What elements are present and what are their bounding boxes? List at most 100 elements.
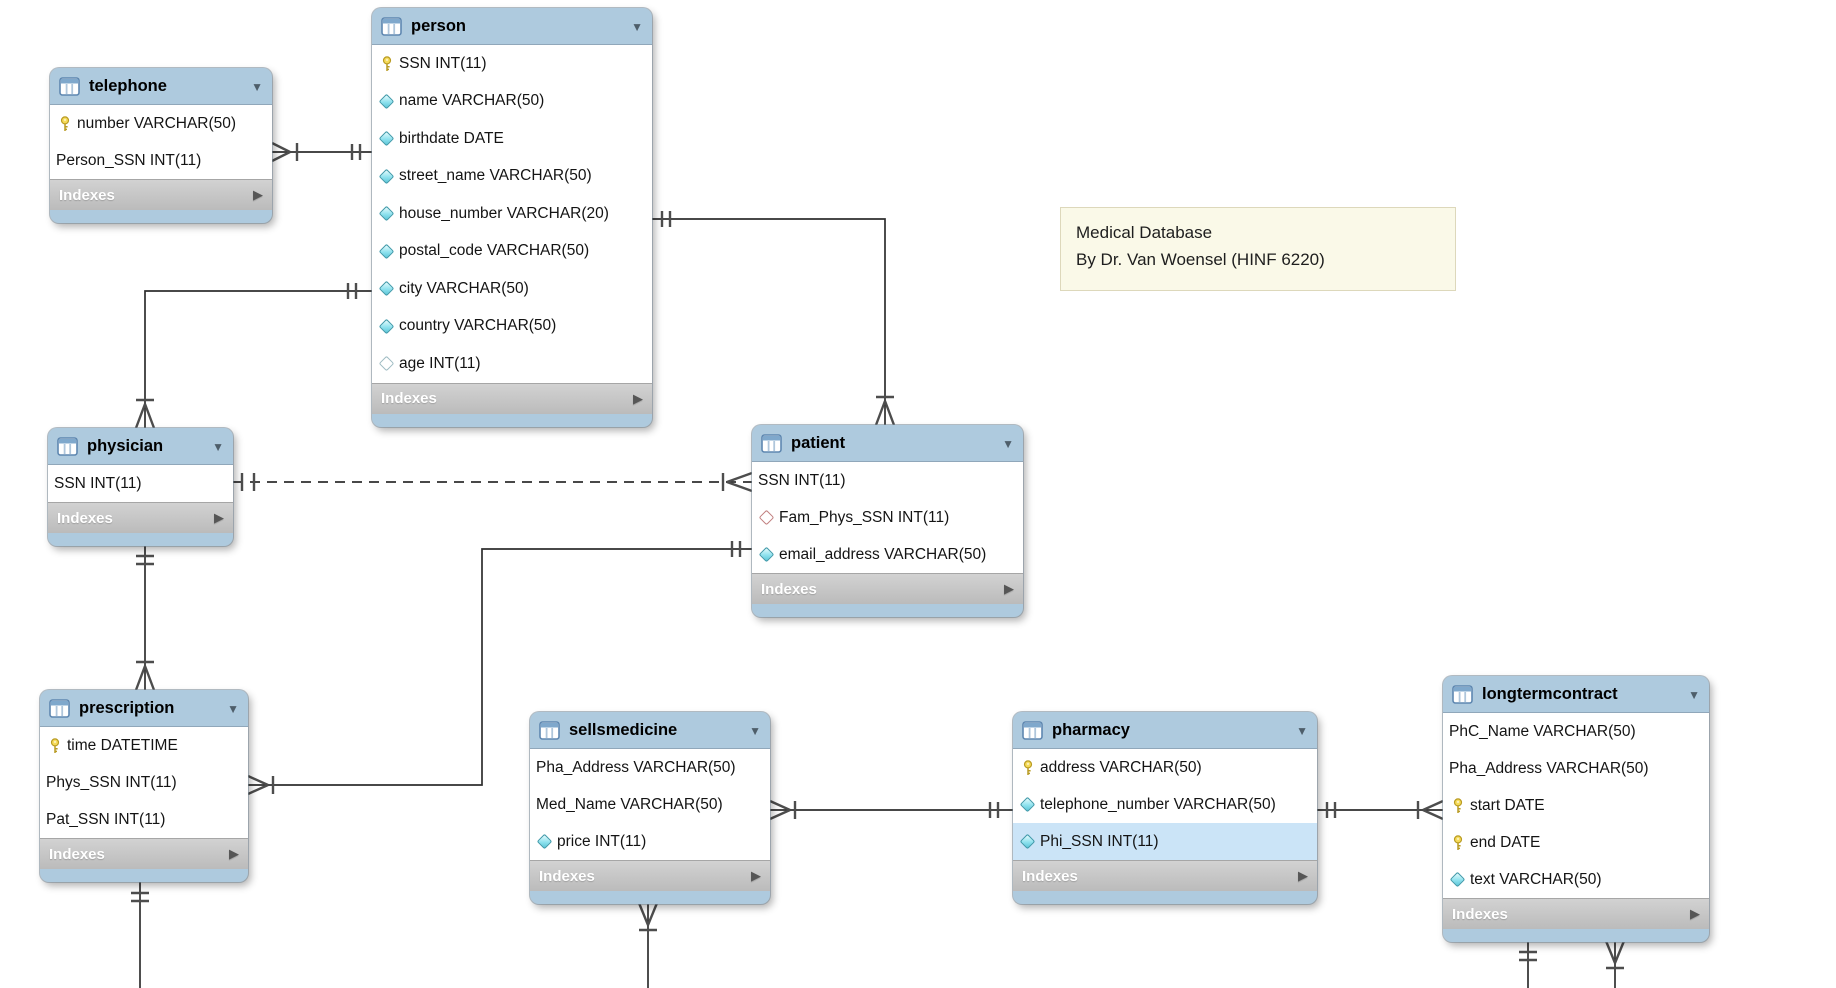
expand-arrow-icon[interactable]: ▶ (214, 510, 224, 525)
column-row[interactable]: birthdate DATE (372, 120, 652, 158)
table-header[interactable]: pharmacy▼ (1013, 712, 1317, 748)
attribute-icon (378, 93, 395, 110)
rel-longtermcontract-offscreen-left[interactable] (1519, 941, 1537, 988)
collapse-arrow-icon[interactable]: ▼ (212, 440, 224, 454)
rel-telephone-person[interactable] (271, 141, 372, 163)
column-text: Pat_SSN INT(11) (46, 810, 166, 828)
collapse-arrow-icon[interactable]: ▼ (1296, 724, 1308, 738)
collapse-arrow-icon[interactable]: ▼ (251, 80, 263, 94)
column-row[interactable]: postal_code VARCHAR(50) (372, 233, 652, 271)
collapse-arrow-icon[interactable]: ▼ (1688, 688, 1700, 702)
table-header[interactable]: prescription▼ (40, 690, 248, 726)
column-row[interactable]: age INT(11) (372, 345, 652, 383)
expand-arrow-icon[interactable]: ▶ (1690, 906, 1700, 921)
indexes-label: Indexes (381, 390, 437, 407)
table-header[interactable]: physician ▼ (48, 428, 233, 464)
column-row[interactable]: Pha_Address VARCHAR(50) (1443, 750, 1709, 787)
column-row[interactable]: text VARCHAR(50) (1443, 861, 1709, 898)
column-row[interactable]: time DATETIME (40, 727, 248, 764)
table-header[interactable]: sellsmedicine▼ (530, 712, 770, 748)
note-medical-database[interactable]: Medical Database By Dr. Van Woensel (HIN… (1060, 207, 1456, 291)
column-text: city VARCHAR(50) (399, 279, 529, 297)
expand-arrow-icon[interactable]: ▶ (1004, 581, 1014, 596)
table-longtermcontract[interactable]: longtermcontract▼PhC_Name VARCHAR(50)Pha… (1443, 676, 1709, 942)
column-row[interactable]: address VARCHAR(50) (1013, 749, 1317, 786)
table-icon (49, 698, 70, 718)
column-row[interactable]: price INT(11) (530, 823, 770, 860)
table-patient[interactable]: patient▼SSN INT(11) Fam_Phys_SSN INT(11) e… (752, 425, 1023, 617)
column-row[interactable]: email_address VARCHAR(50) (752, 536, 1023, 573)
collapse-arrow-icon[interactable]: ▼ (227, 702, 239, 716)
expand-arrow-icon[interactable]: ▶ (229, 846, 239, 861)
indexes-footer[interactable]: Indexes▶ (1013, 860, 1317, 891)
rel-patient-person[interactable] (652, 211, 896, 426)
table-telephone[interactable]: telephone ▼ number VARCHAR(50) Person_SSN I… (50, 68, 272, 223)
indexes-footer[interactable]: Indexes▶ (530, 860, 770, 891)
rel-sellsmedicine-offscreen[interactable] (637, 902, 659, 988)
column-row[interactable]: house_number VARCHAR(20) (372, 195, 652, 233)
table-title: physician (87, 436, 164, 455)
table-header[interactable]: person▼ (372, 8, 652, 44)
table-header[interactable]: telephone ▼ (50, 68, 272, 104)
column-text: Person_SSN INT(11) (56, 151, 202, 169)
column-row[interactable]: name VARCHAR(50) (372, 83, 652, 121)
column-row[interactable]: country VARCHAR(50) (372, 308, 652, 346)
collapse-arrow-icon[interactable]: ▼ (749, 724, 761, 738)
rel-prescription-offscreen[interactable] (131, 881, 149, 988)
rel-longtermcontract-offscreen-right[interactable] (1604, 940, 1626, 988)
indexes-footer[interactable]: Indexes▶ (40, 838, 248, 869)
rel-pharmacy-longtermcontract[interactable] (1317, 799, 1444, 821)
column-row[interactable]: Pha_Address VARCHAR(50) (530, 749, 770, 786)
column-row[interactable]: Phi_SSN INT(11) (1013, 823, 1317, 860)
column-row[interactable]: city VARCHAR(50) (372, 270, 652, 308)
indexes-footer[interactable]: Indexes▶ (50, 179, 272, 210)
table-prescription[interactable]: prescription▼ time DATETIME Phys_SSN INT(1… (40, 690, 248, 882)
table-person[interactable]: person▼SSN INT(11)name VARCHAR(50)birthd… (372, 8, 652, 427)
table-icon (59, 76, 80, 96)
expand-arrow-icon[interactable]: ▶ (633, 390, 643, 406)
indexes-footer[interactable]: Indexes ▶ (48, 502, 233, 533)
attribute-icon (378, 168, 395, 185)
column-row[interactable]: Phys_SSN INT(11) (40, 764, 248, 801)
expand-arrow-icon[interactable]: ▶ (1298, 868, 1308, 883)
note-line-1: Medical Database (1076, 223, 1213, 242)
table-header[interactable]: longtermcontract▼ (1443, 676, 1709, 712)
column-row[interactable]: telephone_number VARCHAR(50) (1013, 786, 1317, 823)
column-row[interactable]: Fam_Phys_SSN INT(11) (752, 499, 1023, 536)
column-row[interactable]: SSN INT(11) (372, 45, 652, 83)
rel-sellsmedicine-pharmacy[interactable] (769, 799, 1013, 821)
expand-arrow-icon[interactable]: ▶ (253, 187, 263, 202)
table-title: telephone (89, 76, 167, 95)
collapse-arrow-icon[interactable]: ▼ (631, 20, 643, 34)
table-pharmacy[interactable]: pharmacy▼address VARCHAR(50)telephone_nu… (1013, 712, 1317, 904)
table-physician[interactable]: physician ▼ SSN INT(11) Indexes ▶ (48, 428, 233, 546)
collapse-arrow-icon[interactable]: ▼ (1002, 437, 1014, 451)
rel-prescription-patient[interactable] (247, 541, 752, 796)
column-row[interactable]: number VARCHAR(50) (50, 105, 272, 142)
table-header[interactable]: patient▼ (752, 425, 1023, 461)
column-row[interactable]: Pat_SSN INT(11) (40, 801, 248, 838)
column-row[interactable]: Person_SSN INT(11) (50, 142, 272, 179)
expand-arrow-icon[interactable]: ▶ (751, 868, 761, 883)
indexes-label: Indexes (1452, 905, 1508, 923)
column-text: Phi_SSN INT(11) (1040, 832, 1159, 850)
column-row[interactable]: end DATE (1443, 824, 1709, 861)
column-row[interactable]: street_name VARCHAR(50) (372, 158, 652, 196)
rel-physician-patient[interactable] (233, 471, 753, 493)
column-row[interactable]: start DATE (1443, 787, 1709, 824)
column-text: Fam_Phys_SSN INT(11) (779, 508, 950, 526)
rel-physician-prescription[interactable] (134, 545, 156, 691)
column-row[interactable]: SSN INT(11) (48, 465, 233, 502)
indexes-footer[interactable]: Indexes▶ (752, 573, 1023, 604)
table-icon (1022, 720, 1043, 740)
column-row[interactable]: Med_Name VARCHAR(50) (530, 786, 770, 823)
column-row[interactable]: SSN INT(11) (752, 462, 1023, 499)
indexes-footer[interactable]: Indexes ▶ (372, 382, 652, 414)
indexes-label: Indexes (57, 509, 113, 527)
column-text: time DATETIME (67, 736, 178, 754)
table-sellsmedicine[interactable]: sellsmedicine▼Pha_Address VARCHAR(50)Med… (530, 712, 770, 904)
indexes-footer[interactable]: Indexes ▶ (1443, 898, 1709, 929)
foreign-key-icon (758, 509, 775, 526)
column-row[interactable]: PhC_Name VARCHAR(50) (1443, 713, 1709, 750)
rel-physician-person[interactable] (134, 283, 372, 429)
